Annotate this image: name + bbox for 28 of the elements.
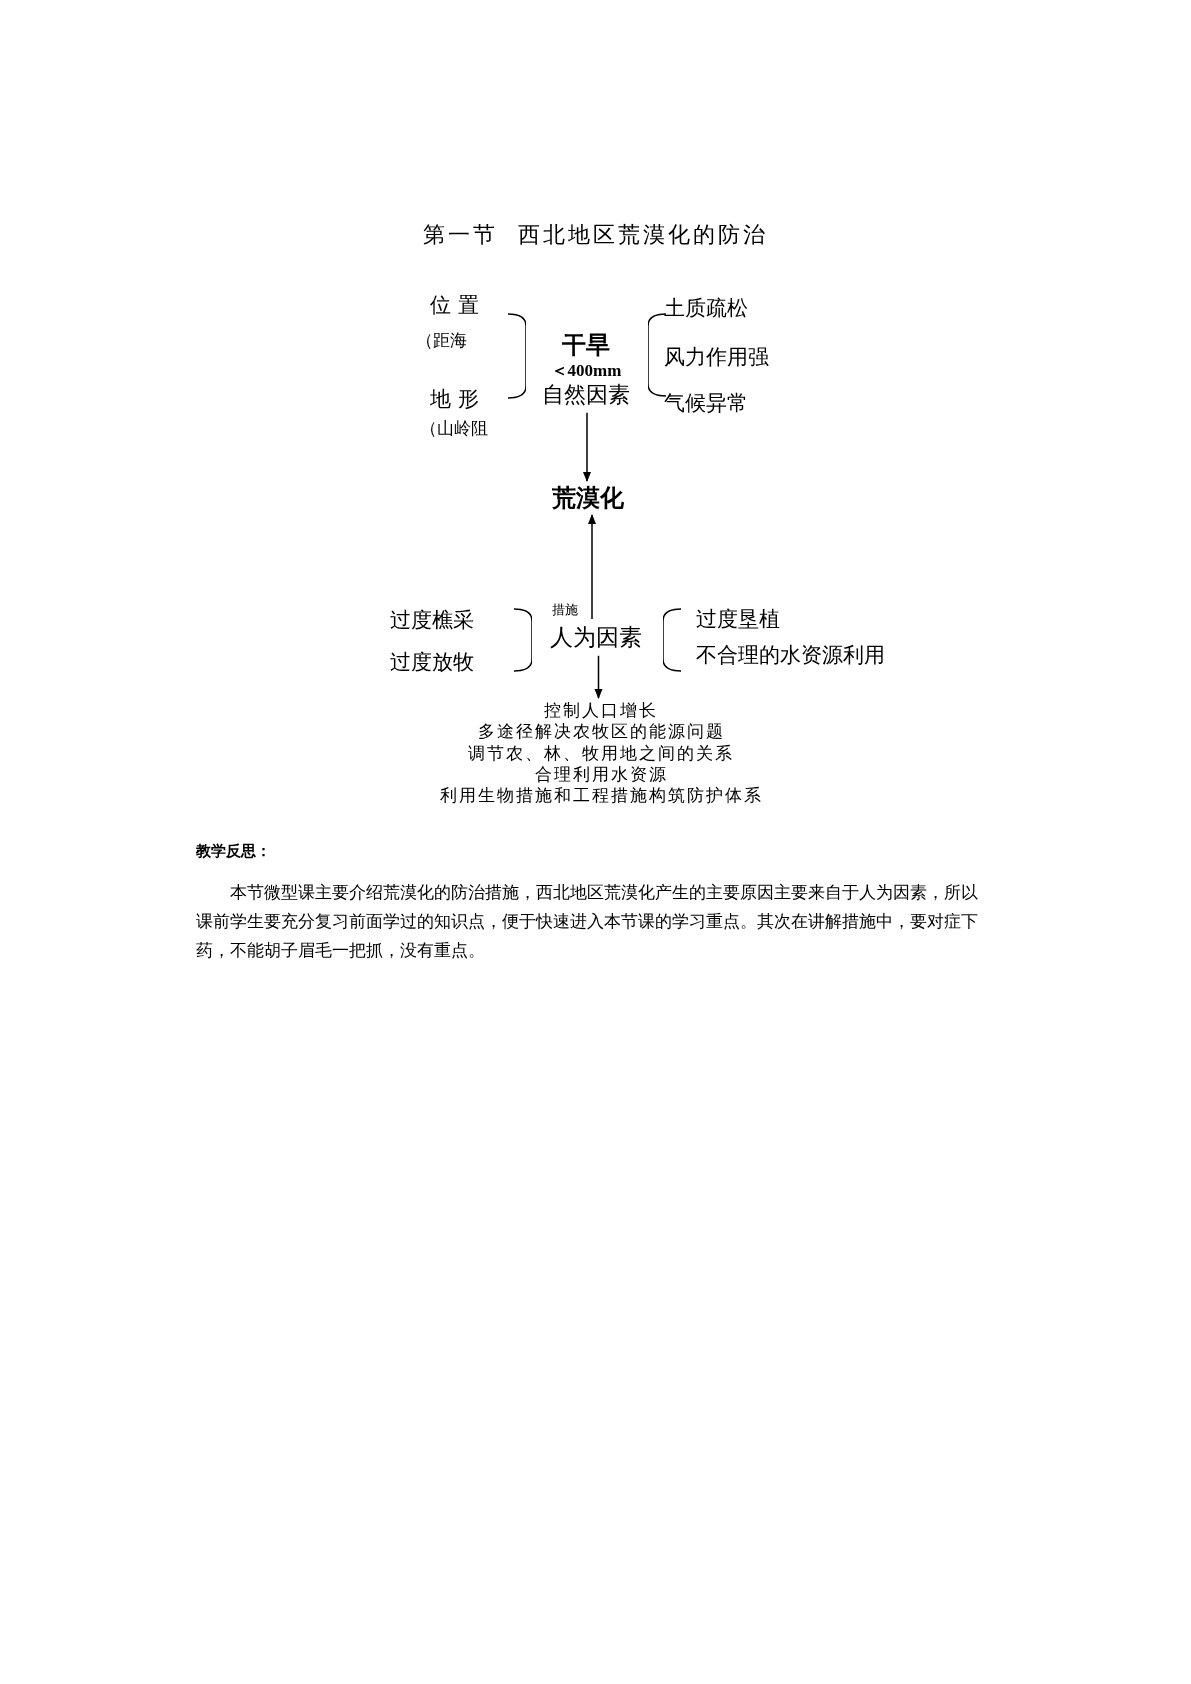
reflection-paragraph: 本节微型课主要介绍荒漠化的防治措施，西北地区荒漠化产生的主要原因主要来自于人为因素，所以课前学生要充分复习前面学过的知识点，便于快速进入本节课的学习重点。其次在讲解措施中，要对症下药，不能胡子眉毛一把抓，没有重点。 [196,881,979,962]
factor-label: 土质疏松 [664,295,748,322]
node-text: 自然因素 [542,381,630,409]
arrow [588,514,596,620]
factor-label: 气候异常 [664,390,748,417]
note-label: （山岭阻 [420,417,488,440]
measures-label: 措施 [552,601,578,619]
note-label: （距海 [416,329,467,352]
node-text: 控制人口增长 [544,700,658,722]
factor-label: 位 置 [430,292,479,319]
section-heading: 教学反思： [196,841,271,862]
node-text: 合理利用水资源 [534,763,668,785]
node-text: 干旱 [562,330,610,360]
factor-label: 地 形 [430,386,479,413]
arrow [583,412,591,482]
factor-label: 过度放牧 [390,649,474,676]
page-title: 第一节 西北地区荒漠化的防治 [422,221,769,249]
node-text: 调节农、林、牧用地之间的关系 [468,742,734,764]
factor-label: 过度樵采 [390,607,474,634]
node-text: 多途径解决农牧区的能源问题 [477,721,725,743]
factor-label: 不合理的水资源利用 [696,642,885,669]
arrow [594,655,603,699]
factor-label: 风力作用强 [664,344,769,371]
node-text: ＜400mm [550,360,622,382]
node-text: 人为因素 [550,623,642,652]
factor-label: 过度垦植 [696,606,780,633]
node-text: 荒漠化 [552,483,624,513]
node-text: 利用生物措施和工程措施构筑防护体系 [439,785,763,807]
